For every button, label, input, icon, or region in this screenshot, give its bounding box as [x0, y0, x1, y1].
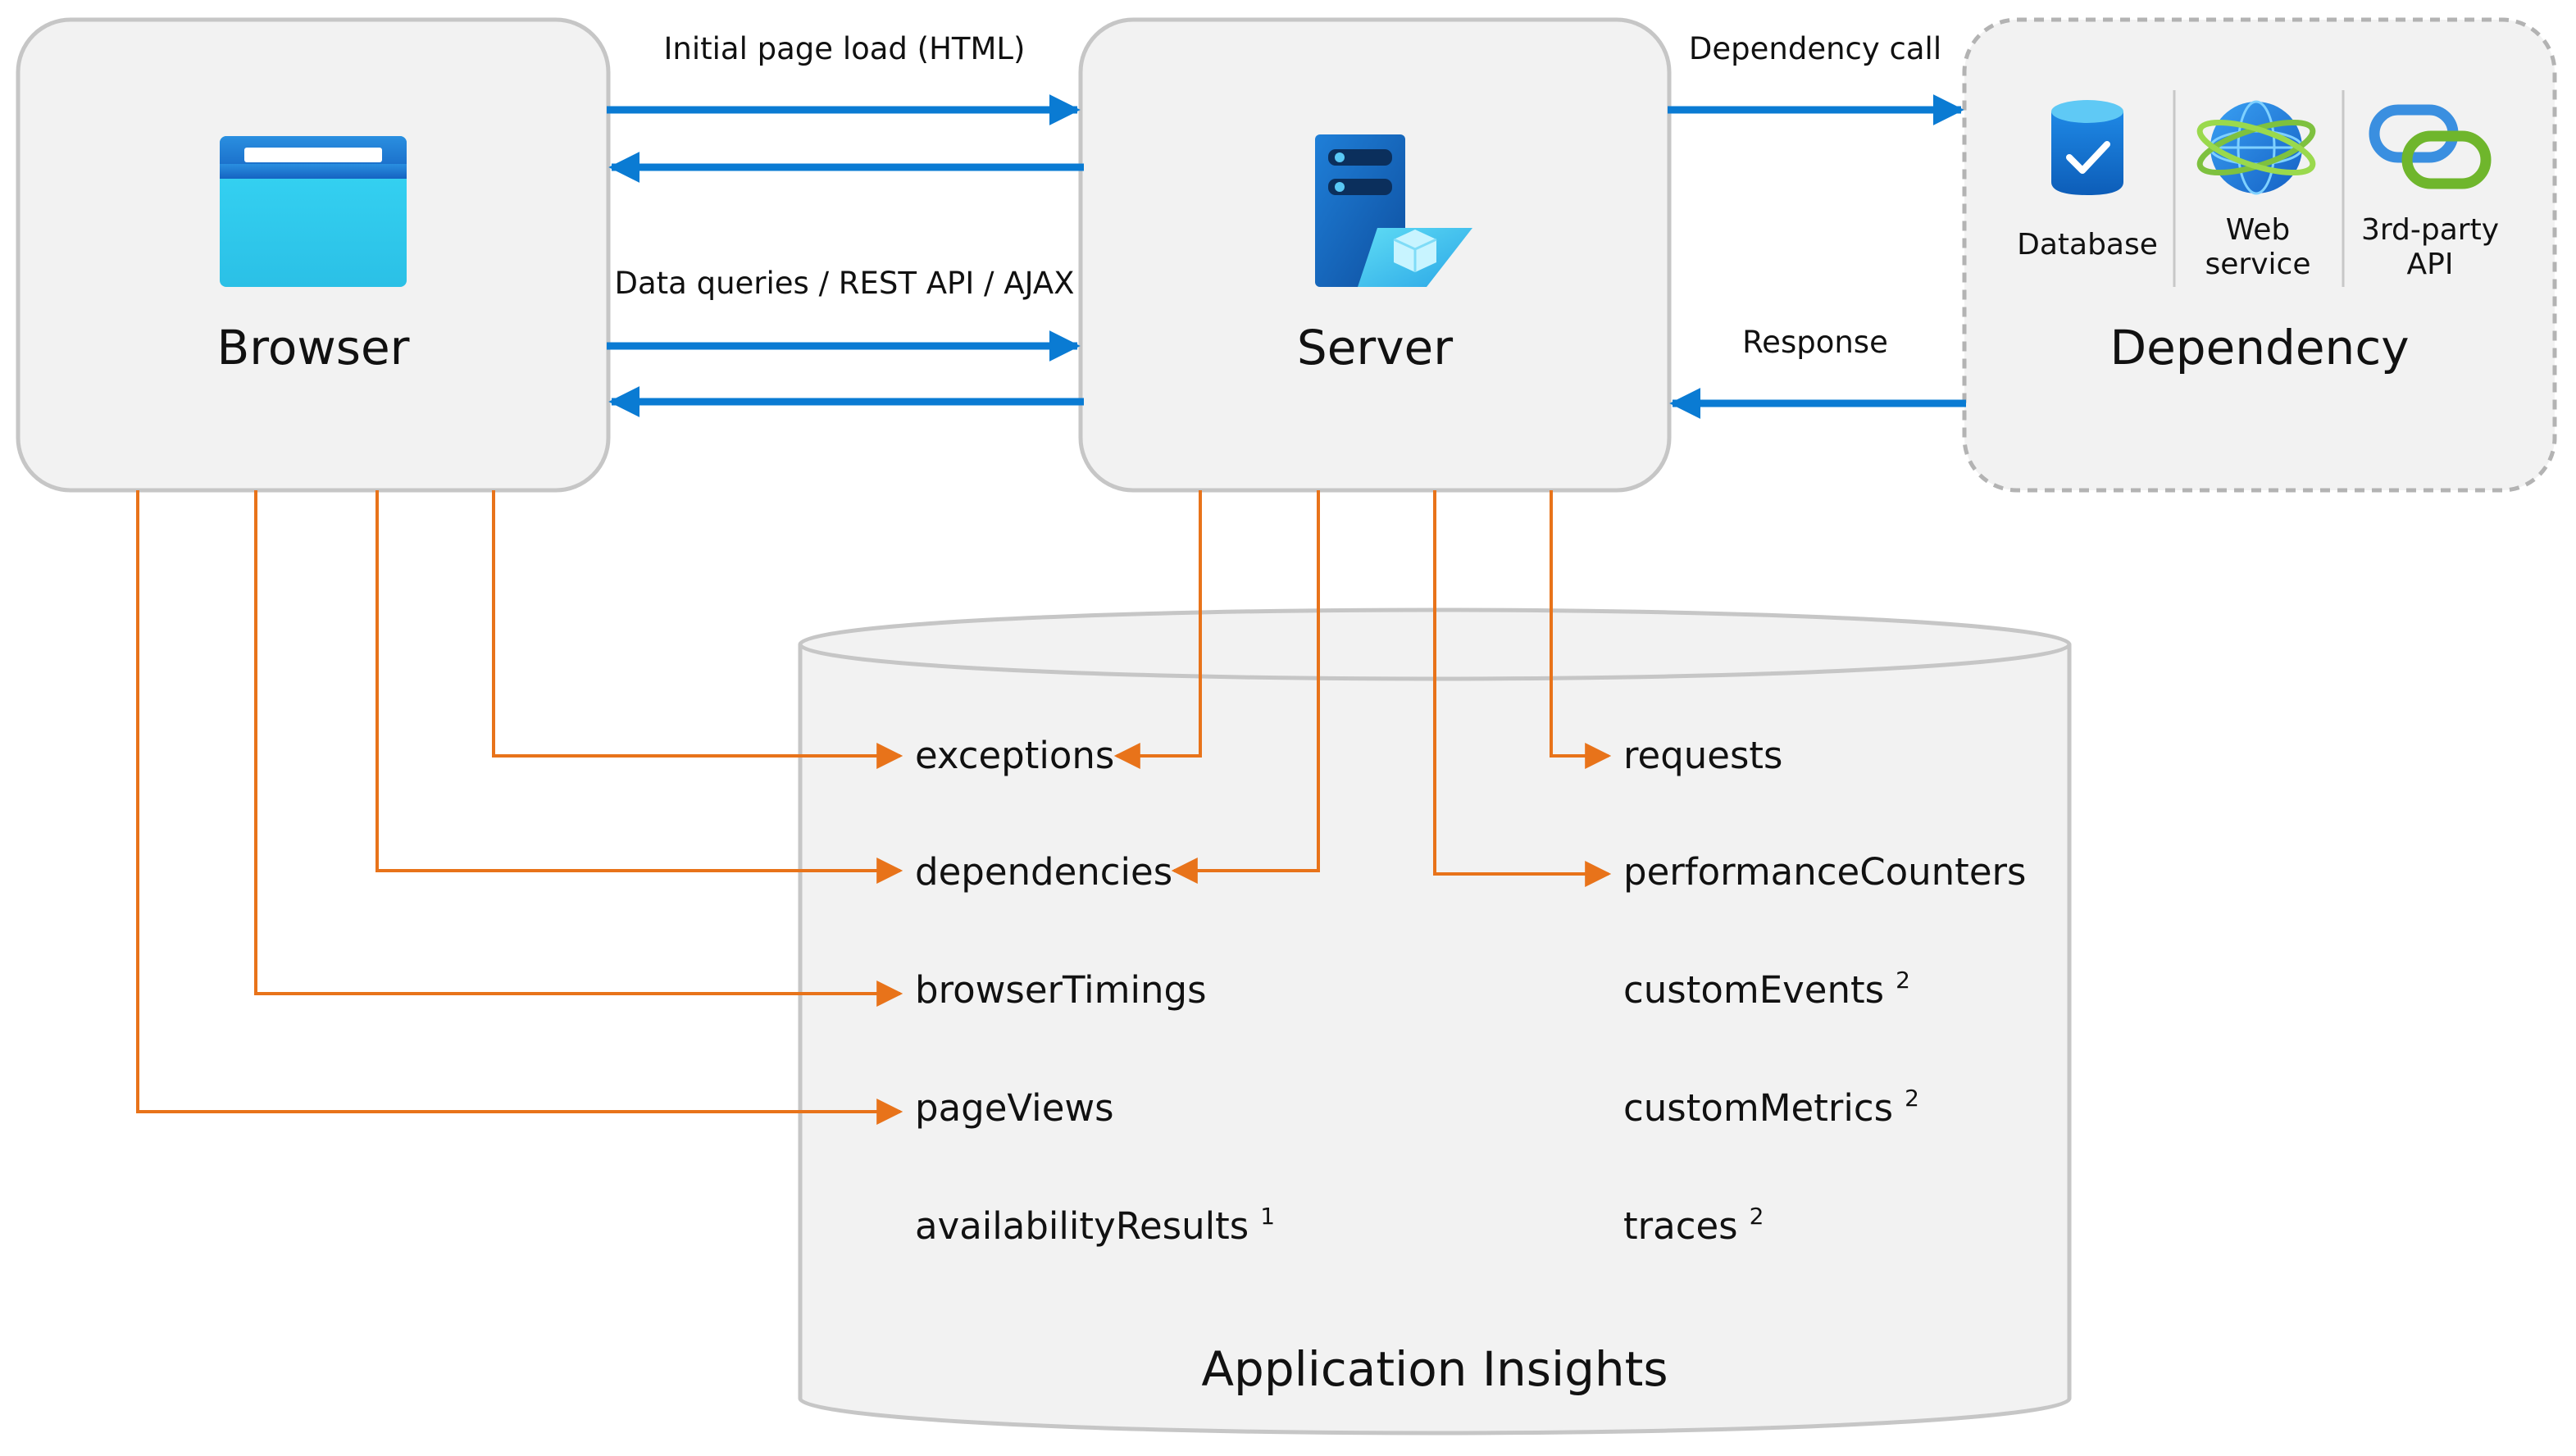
chain-link-icon — [2369, 104, 2492, 189]
connector-server-exceptions — [1113, 490, 1202, 769]
dependency-item-label: Web — [2226, 213, 2291, 247]
left-table-list: exceptions dependencies browserTimings p… — [915, 734, 1275, 1248]
table-label: requests — [1623, 734, 1783, 777]
connector-server-dependencies — [1171, 490, 1320, 884]
table-label: dependencies — [915, 850, 1172, 894]
dependency-item-label: API — [2407, 248, 2454, 281]
table-label: pageViews — [915, 1086, 1114, 1130]
footnote-marker: 2 — [1750, 1203, 1764, 1230]
table-label: exceptions — [915, 734, 1114, 777]
store-title: Application Insights — [1201, 1341, 1668, 1397]
browser-window-icon — [220, 136, 407, 287]
dependency-item-label: 3rd-party — [2361, 213, 2499, 247]
footnote-marker: 2 — [1905, 1085, 1919, 1112]
connector-browser-pageviews — [136, 490, 903, 1125]
server-label: Server — [1297, 320, 1453, 375]
globe-icon — [2196, 100, 2316, 195]
arrow-label-initial-load: Initial page load (HTML) — [664, 31, 1026, 66]
table-label: performanceCounters — [1623, 850, 2026, 894]
dependency-item-label: Database — [2017, 228, 2158, 262]
dependency-item-label: service — [2205, 248, 2311, 281]
footnote-marker: 1 — [1260, 1203, 1275, 1230]
arrow-label-data-queries: Data queries / REST API / AJAX — [614, 266, 1074, 301]
right-table-list: requests performanceCounters customEvent… — [1623, 734, 2026, 1248]
database-icon — [2051, 100, 2123, 195]
connector-server-performancecounters — [1433, 490, 1612, 887]
browser-label: Browser — [216, 320, 409, 375]
connector-server-requests — [1550, 490, 1612, 769]
dependency-label: Dependency — [2109, 320, 2409, 375]
connector-browser-exceptions — [492, 490, 903, 769]
connector-browser-dependencies — [375, 490, 903, 884]
table-label: browserTimings — [915, 968, 1207, 1012]
server-icon — [1315, 134, 1472, 287]
arrow-label-dependency-call: Dependency call — [1689, 31, 1941, 66]
footnote-marker: 2 — [1896, 967, 1910, 994]
arrow-label-response: Response — [1742, 325, 1888, 360]
connector-browser-browsertimings — [254, 490, 903, 1007]
